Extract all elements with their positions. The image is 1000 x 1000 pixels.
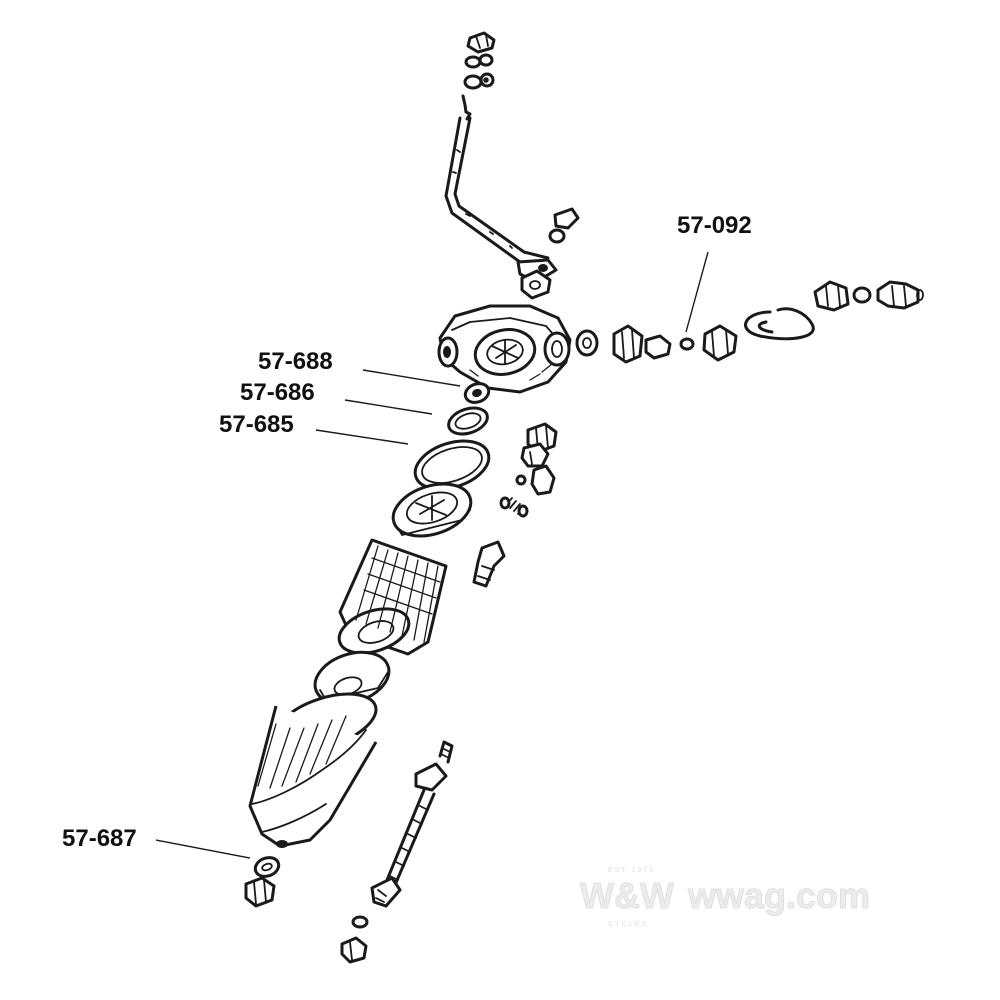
valve-plug xyxy=(472,540,506,588)
union-banjo xyxy=(612,324,644,364)
leader-57-685 xyxy=(315,429,409,445)
part-57-686-seal-ring xyxy=(447,406,489,436)
hose-loop xyxy=(744,307,815,341)
callout-57-092: 57-092 xyxy=(677,212,752,239)
leader-57-688 xyxy=(362,369,461,387)
union-nut xyxy=(702,324,738,362)
right-nut-pair xyxy=(813,280,924,312)
tube-screw xyxy=(548,207,580,244)
watermark-sub: CYCLES xyxy=(608,921,648,928)
part-57-688-washer xyxy=(463,382,491,404)
center-bolt xyxy=(370,740,454,908)
top-washers xyxy=(463,53,495,90)
leader-57-686 xyxy=(344,399,433,415)
filter-head xyxy=(437,304,572,394)
top-cap-nut xyxy=(466,31,496,54)
filter-bottom-plate xyxy=(313,650,391,706)
callout-57-685: 57-685 xyxy=(219,411,294,438)
bottom-nut xyxy=(244,876,276,908)
part-57-687-washer xyxy=(253,856,281,878)
callout-57-686: 57-686 xyxy=(240,379,315,406)
callout-57-687: 57-687 xyxy=(62,825,137,852)
watermark: EST 1979 W&W CYCLES wwag.com xyxy=(580,867,871,928)
union-spigot xyxy=(644,334,695,360)
valve-spring xyxy=(499,496,529,518)
filter-element xyxy=(337,538,448,656)
bolt-nut xyxy=(340,936,368,964)
tube-nut xyxy=(520,269,552,300)
watermark-est: EST 1979 xyxy=(608,867,655,874)
valve-body xyxy=(530,464,556,496)
watermark-logo: W&W xyxy=(580,875,674,916)
valve-ball xyxy=(515,474,527,486)
valve-washer-upper xyxy=(520,442,550,468)
filter-bowl xyxy=(248,692,378,848)
filter-top-plate xyxy=(391,482,473,538)
union-washer xyxy=(575,329,599,357)
callout-57-688: 57-688 xyxy=(258,348,333,375)
leader-57-687 xyxy=(155,839,251,859)
bolt-washer xyxy=(351,915,369,929)
vent-tube xyxy=(444,94,558,284)
watermark-site: wwag.com xyxy=(687,875,870,916)
leader-57-092 xyxy=(685,251,709,333)
